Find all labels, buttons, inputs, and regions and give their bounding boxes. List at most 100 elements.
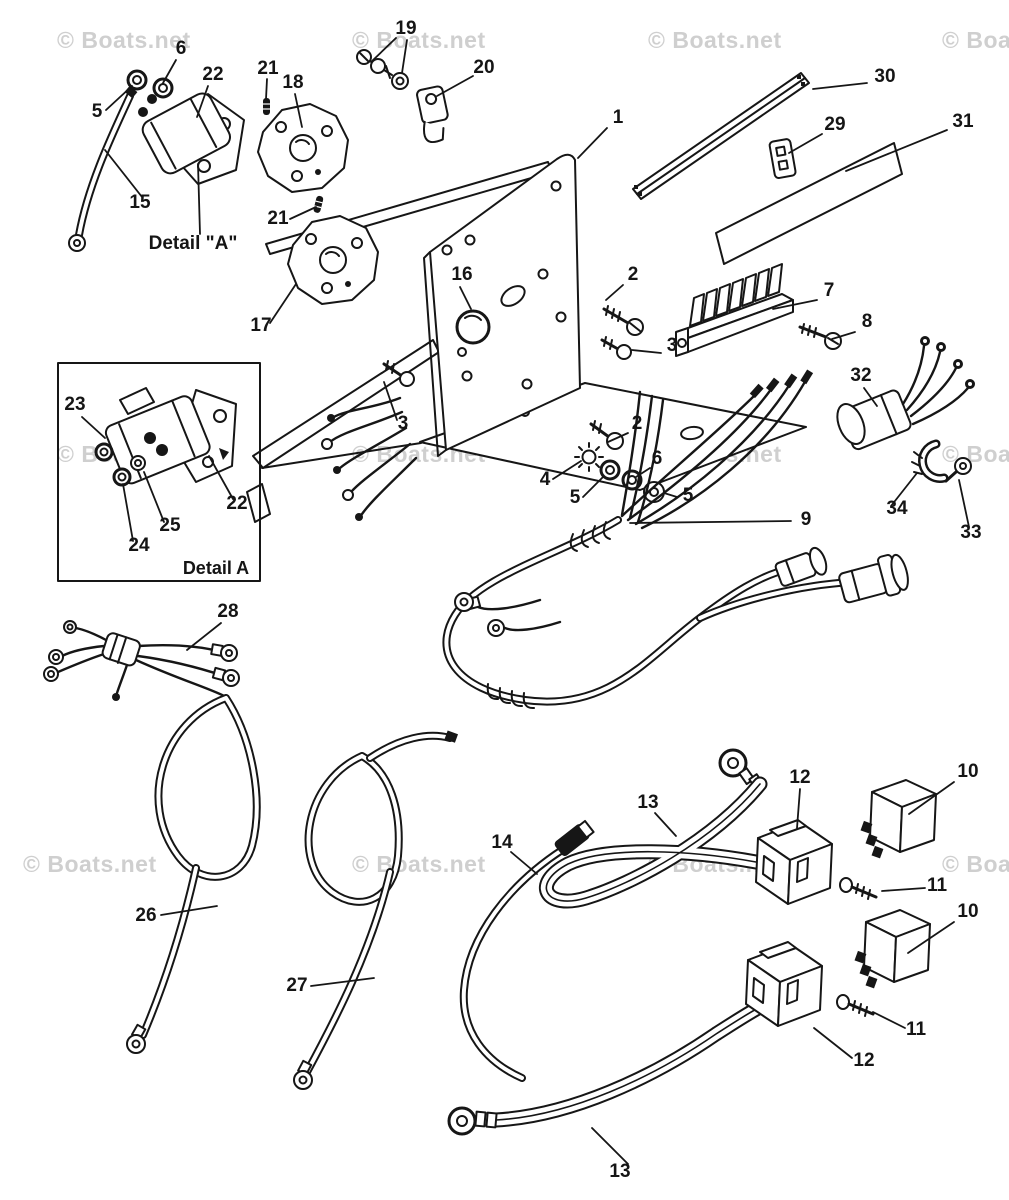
- screw-part33: [944, 457, 972, 483]
- screw-part2-upper: [602, 305, 644, 336]
- callout-5b: 5: [570, 487, 581, 508]
- callout-23: 23: [64, 394, 85, 415]
- callout-28: 28: [217, 601, 238, 622]
- detail-a-box-label: Detail A: [183, 558, 249, 578]
- callout-7: 7: [824, 280, 835, 301]
- harness-part9: [442, 369, 909, 710]
- leader-lines: [81, 37, 970, 1165]
- callout-31: 31: [952, 111, 974, 132]
- cover-part17: [287, 215, 379, 305]
- screw-part21-upper: [263, 98, 270, 115]
- watermark: © Boats.net: [942, 27, 1009, 53]
- strip-part30: [632, 72, 810, 200]
- nut-part5: [126, 69, 148, 91]
- callout-3: 3: [667, 335, 678, 356]
- harness-plug-large: [838, 553, 909, 604]
- callout-11: 11: [927, 875, 948, 896]
- callout-8: 8: [862, 311, 873, 332]
- watermark: © Boats.net: [648, 27, 782, 53]
- callout-detail-a: Detail "A": [149, 233, 238, 254]
- lead-wire-part15: [68, 85, 138, 252]
- detail-a-box: Detail A: [57, 362, 261, 582]
- clamp-part34: [911, 439, 949, 483]
- callout-24: 24: [128, 535, 150, 556]
- screw-part3-right: [600, 336, 632, 360]
- plate-wires: [321, 396, 418, 521]
- callout-22: 22: [202, 64, 223, 85]
- callout-3b: 3: [398, 413, 409, 434]
- relay-part10-bottom: [853, 909, 931, 990]
- callout-2b: 2: [632, 413, 643, 434]
- callout-29: 29: [824, 114, 845, 135]
- harness-plug-small: [774, 546, 828, 587]
- callout-13b: 13: [609, 1161, 630, 1182]
- watermark: © Boats.net: [23, 851, 157, 877]
- screw-part21-lower: [313, 195, 324, 213]
- callout-15: 15: [129, 192, 151, 213]
- callout-21: 21: [257, 58, 279, 79]
- callout-25: 25: [159, 515, 181, 536]
- callout-27: 27: [286, 975, 307, 996]
- nut-part24: [112, 467, 132, 487]
- screw-part3-left: [382, 360, 415, 387]
- callout-26: 26: [135, 905, 156, 926]
- screw-part11-bottom: [836, 994, 875, 1017]
- callout-33: 33: [960, 522, 981, 543]
- nut-part23: [94, 442, 114, 462]
- callout-16: 16: [451, 264, 472, 285]
- watermark: © Boats.net: [352, 851, 486, 877]
- cable-part13-top: [539, 748, 768, 909]
- callout-6b: 6: [652, 448, 663, 469]
- callout-34: 34: [886, 498, 908, 519]
- screws-part19: [356, 49, 409, 90]
- callout-18: 18: [282, 72, 303, 93]
- connector-part12-top: [755, 819, 833, 905]
- bracket-part20: [416, 85, 449, 144]
- callout-21b: 21: [267, 208, 289, 229]
- callout-14: 14: [491, 832, 513, 853]
- cap-part32: [836, 336, 975, 451]
- callout-9: 9: [801, 509, 812, 530]
- cable-part14: [459, 819, 595, 1082]
- callout-17: 17: [250, 315, 271, 336]
- callout-19: 19: [395, 18, 416, 39]
- callout-1: 1: [613, 107, 624, 128]
- callout-12: 12: [789, 767, 810, 788]
- callout-4: 4: [540, 469, 551, 490]
- relay-part10-top: [860, 779, 937, 859]
- watermark: © Boats.net: [57, 27, 191, 53]
- screw-part11-top: [839, 877, 878, 900]
- washer-part25: [130, 455, 146, 471]
- callout-labels: 19 6 22 21 18 20 30 5 29 31 1 15 21 Deta…: [64, 18, 981, 1182]
- callout-10: 10: [957, 761, 978, 782]
- callout-32: 32: [850, 365, 871, 386]
- callout-20: 20: [473, 57, 494, 78]
- callout-11b: 11: [906, 1019, 927, 1040]
- screw-part8: [798, 323, 842, 350]
- nut-part6: [152, 77, 174, 99]
- callout-22b: 22: [226, 493, 247, 514]
- terminal-block-part7: [675, 263, 794, 357]
- watermark: © Boats.net: [942, 851, 1009, 877]
- watermark: © Boats.net: [942, 441, 1009, 467]
- callout-30: 30: [874, 66, 895, 87]
- callout-2: 2: [628, 264, 639, 285]
- cover-part18: [257, 103, 349, 193]
- callout-10b: 10: [957, 901, 978, 922]
- solenoid-part22: [126, 69, 245, 185]
- harness-part28: [43, 620, 240, 701]
- clip-part29: [768, 138, 797, 179]
- callout-5: 5: [92, 101, 103, 122]
- callout-13: 13: [637, 792, 658, 813]
- nut-part5-center: [599, 459, 621, 481]
- watermark: © Boats.net: [352, 27, 486, 53]
- cable-part13-bottom: [447, 998, 770, 1136]
- callout-12b: 12: [853, 1050, 874, 1071]
- cable-part26: [126, 694, 261, 1054]
- strip-part31: [715, 142, 903, 265]
- cable-part27: [293, 730, 459, 1090]
- callout-6: 6: [176, 38, 187, 59]
- callout-5c: 5: [683, 485, 694, 506]
